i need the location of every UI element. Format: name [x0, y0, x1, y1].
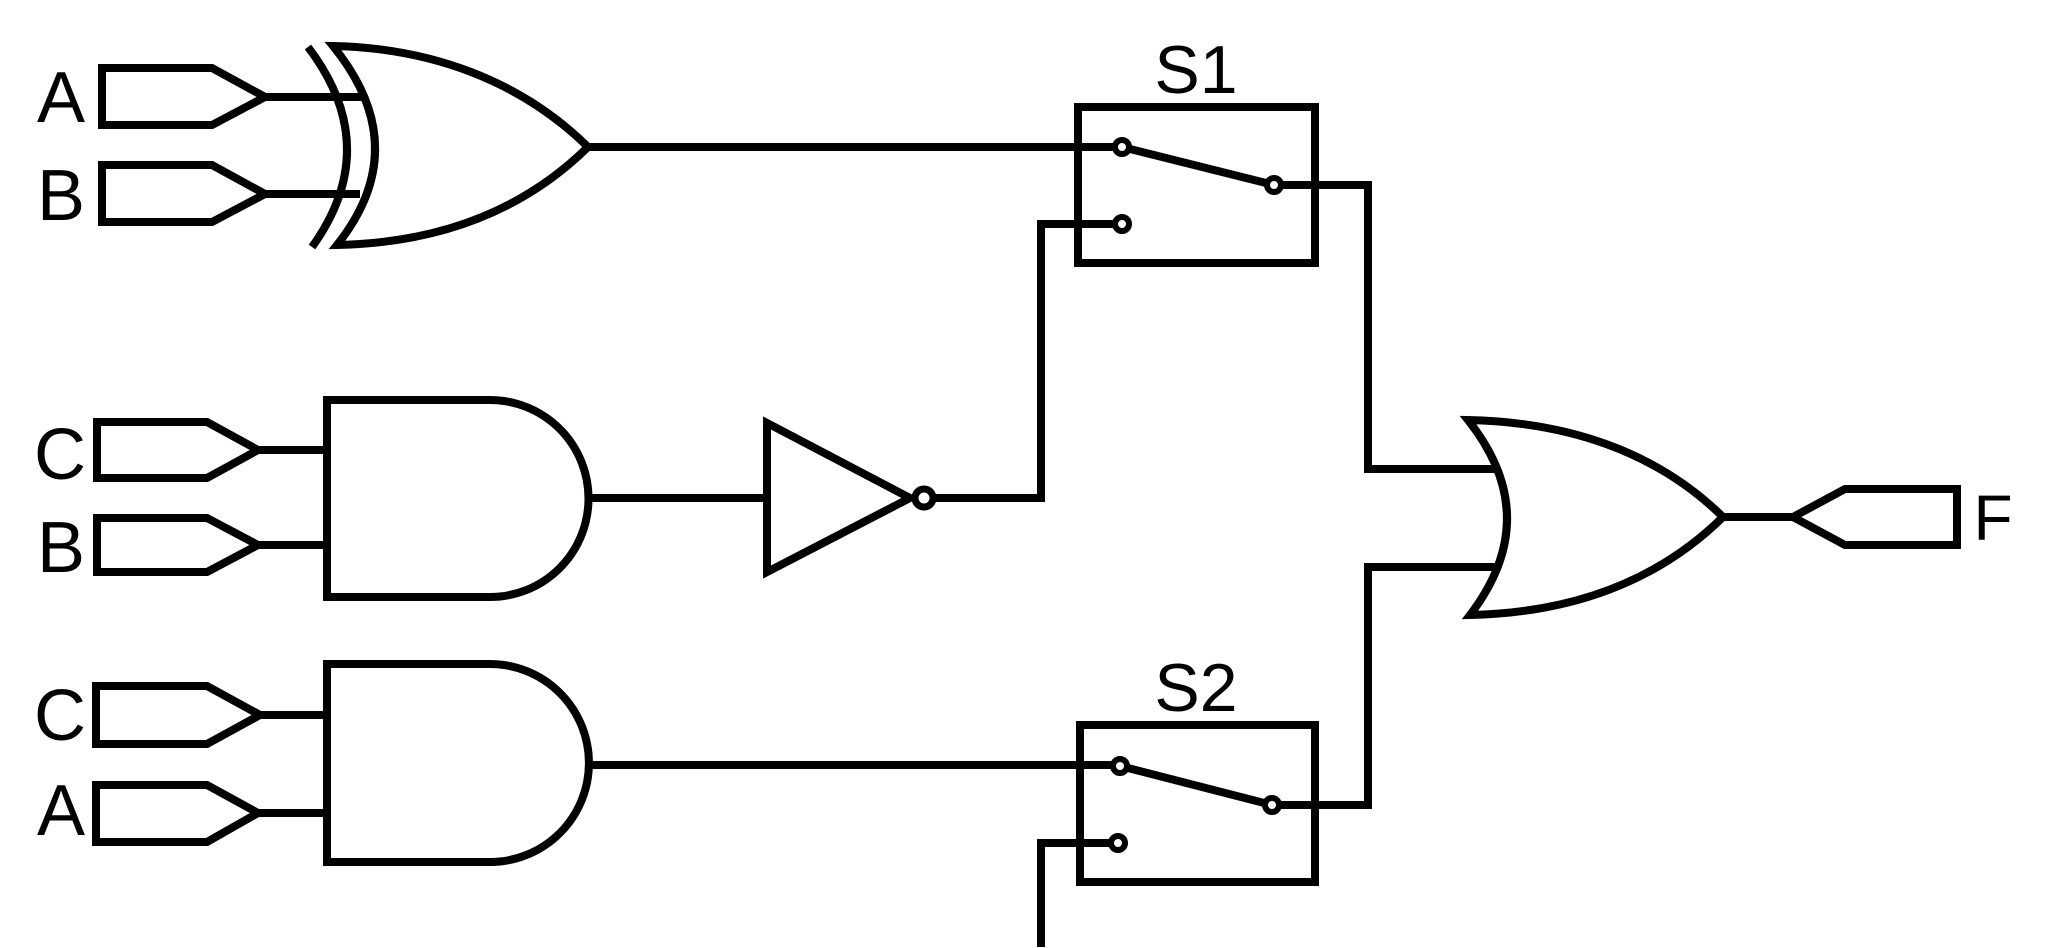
not-gate-bubble-icon — [911, 485, 937, 511]
switch-s1-label: S1 — [1154, 32, 1237, 108]
and-gate-upper — [323, 396, 593, 601]
input-label-a-top: A — [37, 58, 85, 138]
input-label-b-top: B — [37, 156, 85, 236]
switch-s2-input1-terminal — [1110, 756, 1130, 776]
switch-s2-input2-terminal — [1108, 833, 1128, 853]
or-gate — [1459, 415, 1729, 620]
switch-s1-input2-terminal — [1112, 214, 1132, 234]
switch-s1-box — [1074, 103, 1319, 267]
input-pin-b-mid — [93, 514, 267, 576]
not-gate — [763, 416, 919, 579]
input-label-a-low: A — [37, 771, 85, 851]
switch-s2-output-terminal — [1262, 795, 1282, 815]
switch-s2-lever — [1119, 762, 1273, 809]
input-pin-b-top — [98, 161, 274, 226]
switch-s1-lever — [1121, 143, 1275, 189]
input-pin-a-low — [92, 781, 267, 846]
input-pin-c-mid — [93, 418, 267, 482]
wire-s1-to-or — [1280, 181, 1495, 473]
wire-bottom-stub-to-s2 — [1037, 839, 1114, 947]
and-gate-lower — [323, 660, 593, 866]
wire-s2-to-or — [1278, 563, 1495, 809]
input-pin-a-top — [98, 64, 274, 129]
xor-gate — [324, 41, 594, 250]
input-label-b-mid: B — [37, 508, 85, 588]
switch-s2-label: S2 — [1154, 650, 1237, 726]
switch-s2-box — [1076, 721, 1319, 886]
output-label-f: F — [1973, 482, 2012, 554]
output-pin-f — [1784, 485, 1961, 549]
switch-s1-output-terminal — [1264, 175, 1284, 195]
input-label-c-low: C — [34, 676, 86, 756]
xor-gate-leading-arc — [304, 44, 351, 250]
switch-s1-input1-terminal — [1112, 137, 1132, 157]
input-label-c-mid: C — [34, 415, 86, 495]
input-pin-c-low — [92, 682, 269, 748]
